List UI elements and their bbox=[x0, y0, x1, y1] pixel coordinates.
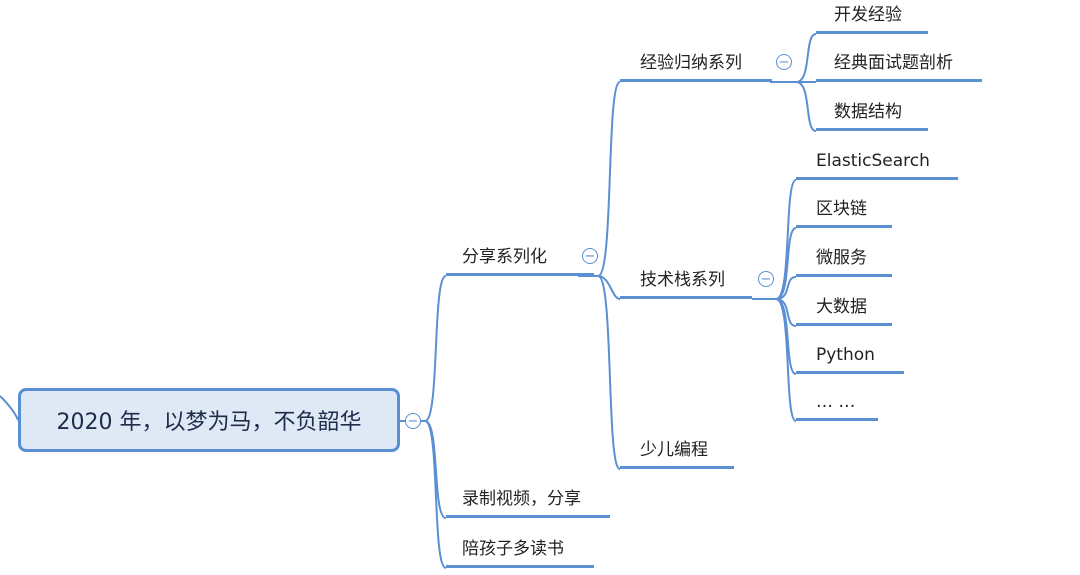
topic-share-series[interactable]: 分享系列化 bbox=[446, 247, 594, 276]
topic-record-video[interactable]: 录制视频，分享 bbox=[446, 489, 610, 518]
topic-techstack-series[interactable]: 技术栈系列 bbox=[620, 270, 752, 299]
topic-big-data[interactable]: 大数据 bbox=[796, 297, 892, 326]
root-topic[interactable]: 2020 年，以梦为马，不负韶华 bbox=[18, 388, 400, 452]
topic-more[interactable]: … … bbox=[796, 392, 878, 421]
topic-elasticsearch[interactable]: ElasticSearch bbox=[796, 151, 958, 180]
collapse-icon[interactable]: − bbox=[758, 271, 774, 287]
collapse-icon[interactable]: − bbox=[405, 413, 421, 429]
topic-experience-series[interactable]: 经验归纳系列 bbox=[620, 53, 772, 82]
topic-microservices[interactable]: 微服务 bbox=[796, 248, 892, 277]
topic-kids-coding[interactable]: 少儿编程 bbox=[620, 440, 734, 469]
collapse-icon[interactable]: − bbox=[582, 248, 598, 264]
topic-interview-analysis[interactable]: 经典面试题剖析 bbox=[816, 53, 982, 82]
topic-read-with-kids[interactable]: 陪孩子多读书 bbox=[446, 539, 594, 568]
topic-python[interactable]: Python bbox=[796, 345, 904, 374]
collapse-icon[interactable]: − bbox=[776, 54, 792, 70]
topic-blockchain[interactable]: 区块链 bbox=[796, 199, 892, 228]
topic-data-structures[interactable]: 数据结构 bbox=[816, 102, 928, 131]
topic-dev-experience[interactable]: 开发经验 bbox=[816, 5, 928, 34]
